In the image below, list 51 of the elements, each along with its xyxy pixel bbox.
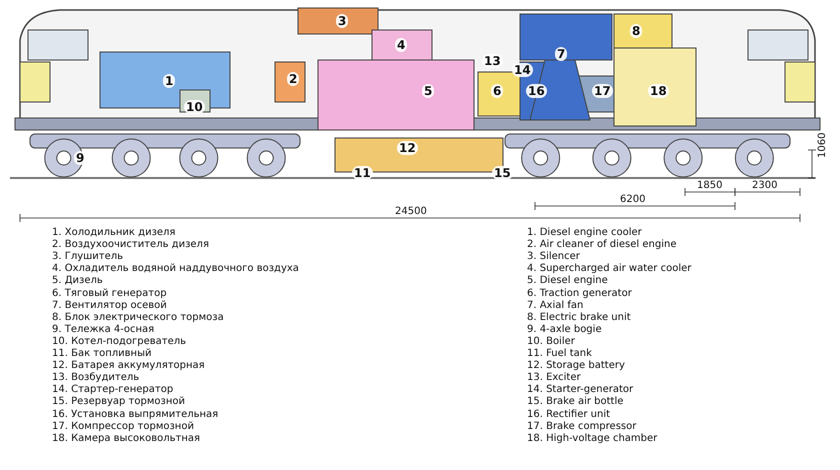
callout-number: 12	[397, 141, 418, 155]
legend-item: 14. Starter-generator	[527, 385, 634, 396]
legend-item: 6. Traction generator	[527, 288, 632, 298]
legend-item: 6. Тяговый генератор	[52, 288, 167, 298]
legend-item: 15. Brake air bottle	[527, 397, 624, 408]
dimension-label: 24500	[395, 207, 427, 217]
legend-item: 5. Дизель	[52, 276, 103, 286]
legend-item: 13. Возбудитель	[52, 373, 140, 384]
legend-item: 10. Boiler	[527, 336, 575, 347]
legend-item: 14. Стартер-генератор	[52, 385, 174, 396]
legend-item: 12. Батарея аккумуляторная	[52, 361, 205, 372]
legend-item: 2. Воздухоочиститель дизеля	[52, 240, 209, 250]
legend-item: 5. Diesel engine	[527, 276, 608, 286]
legend-item: 15. Резервуар тормозной	[52, 397, 185, 408]
dimension-label: 6200	[620, 195, 646, 205]
legend-item: 7. Вентилятор осевой	[52, 300, 167, 311]
legend-item: 17. Brake compressor	[527, 422, 636, 432]
callout-number: 9	[74, 151, 86, 165]
callout-number: 16	[526, 84, 547, 98]
legend-item: 16. Rectifier unit	[527, 410, 610, 420]
legend-item: 11. Fuel tank	[527, 349, 592, 359]
legend-item: 16. Установка выпрямительная	[52, 410, 218, 420]
legend-item: 18. Камера высоковольтная	[52, 434, 200, 444]
legend-item: 17. Компрессор тормозной	[52, 422, 194, 432]
callout-number: 14	[512, 63, 533, 77]
callout-number: 11	[352, 166, 373, 180]
legend-item: 18. High-voltage chamber	[527, 434, 658, 444]
legend-item: 4. Supercharged air water cooler	[527, 264, 692, 274]
legend-item: 4. Охладитель водяной наддувочного воздуха	[52, 264, 299, 274]
callout-number: 15	[492, 166, 513, 180]
legend-item: 9. Тележка 4-осная	[52, 324, 154, 335]
callout-number: 10	[184, 100, 205, 114]
callout-number: 18	[648, 84, 669, 98]
legend-item: 7. Axial fan	[527, 300, 584, 311]
legend-item: 1. Diesel engine cooler	[527, 228, 642, 238]
callout-number: 17	[592, 84, 613, 98]
legend-item: 3. Silencer	[527, 252, 580, 262]
legend-item: 13. Exciter	[527, 373, 581, 384]
legend-item: 2. Air cleaner of diesel engine	[527, 240, 676, 250]
legend-item: 10. Котел-подогреватель	[52, 336, 186, 347]
legend-item: 8. Блок электрического тормоза	[52, 312, 224, 323]
legend-item: 12. Storage battery	[527, 361, 625, 372]
legend-item: 1. Холодильник дизеля	[52, 228, 176, 238]
callout-number: 13	[482, 54, 503, 68]
legend-item: 11. Бак топливный	[52, 349, 152, 359]
legend-item: 3. Глушитель	[52, 252, 124, 262]
dimension-label: 1850	[697, 181, 722, 191]
legend-item: 9. 4-axle bogie	[527, 324, 602, 335]
dimension-label: 2300	[752, 181, 778, 191]
legend-item: 8. Electric brake unit	[527, 312, 631, 323]
dimension-label: 1060	[818, 132, 828, 158]
